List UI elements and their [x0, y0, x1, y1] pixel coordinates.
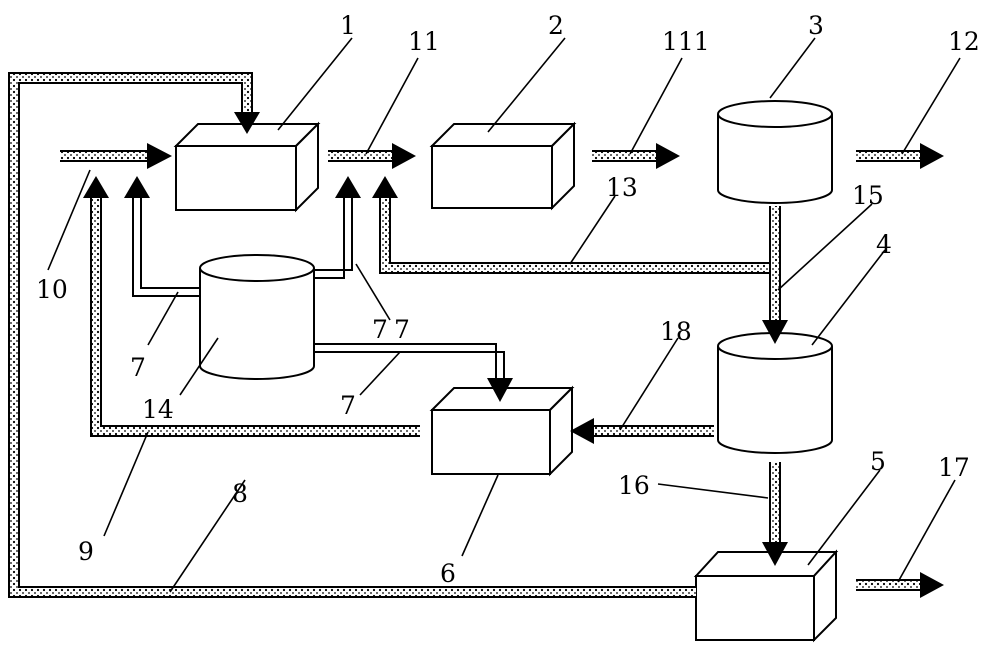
arrowhead-line-7-right-up	[335, 176, 361, 198]
arrowhead-line-7-down	[487, 378, 513, 402]
label-3: 3	[808, 11, 824, 40]
double-line-7-left	[132, 195, 200, 297]
unit-1-box	[173, 121, 321, 213]
unit-2-box	[429, 121, 577, 211]
label-1: 1	[340, 11, 356, 40]
label-4: 4	[876, 230, 892, 259]
arrowhead-line-11	[392, 143, 416, 169]
arrowhead-line-16-down	[762, 542, 788, 566]
arrow-heads	[83, 112, 944, 598]
label-7-mid-right: 7	[394, 315, 410, 344]
arrowhead-line-111	[656, 143, 680, 169]
arrowhead-line-9-up	[83, 176, 109, 198]
arrowhead-line-18-left	[570, 418, 594, 444]
tank-14-cylinder	[199, 254, 315, 380]
label-2: 2	[548, 11, 564, 40]
arrowhead-line-7-left-up	[124, 176, 150, 198]
double-line-7-right	[314, 197, 353, 279]
label-16: 16	[618, 471, 650, 500]
label-11: 11	[408, 27, 440, 56]
label-12: 12	[948, 27, 980, 56]
label-15: 15	[852, 181, 884, 210]
dotted-pipes	[8, 72, 920, 598]
arrowhead-line-12	[920, 143, 944, 169]
arrowhead-line-13-up	[372, 176, 398, 198]
label-7-right: 7	[372, 315, 388, 344]
label-9: 9	[78, 537, 94, 566]
label-5: 5	[870, 447, 886, 476]
double-line-7-to-unit-6	[314, 343, 505, 378]
arrowhead-line-17	[920, 572, 944, 598]
tank-3-cylinder	[717, 100, 833, 204]
arrowhead-line-15-down	[762, 320, 788, 344]
unit-5-box	[693, 549, 839, 643]
label-18: 18	[660, 317, 692, 346]
label-14: 14	[142, 395, 174, 424]
label-leader-lines	[47, 37, 961, 593]
arrowhead-into-unit-1-top	[234, 112, 260, 134]
labels: 1 2 3 4 5 6 7 7 7 7 8 9 10 11 111 12 13 …	[36, 11, 980, 588]
pipe-13-from-tank-3	[379, 198, 781, 274]
label-8: 8	[232, 479, 248, 508]
tank-4-cylinder	[717, 332, 833, 454]
label-7-left: 7	[130, 353, 146, 382]
arrowhead-into-unit-1-left	[147, 143, 172, 169]
pipe-8-recycle-to-unit-1	[8, 72, 696, 598]
label-17: 17	[938, 453, 970, 482]
label-111: 111	[662, 27, 710, 56]
label-10: 10	[36, 275, 68, 304]
pipe-9-from-unit-6	[90, 198, 420, 437]
label-6: 6	[440, 559, 456, 588]
unit-6-box	[429, 385, 575, 477]
label-7-bottom: 7	[340, 391, 356, 420]
label-13: 13	[606, 173, 638, 202]
